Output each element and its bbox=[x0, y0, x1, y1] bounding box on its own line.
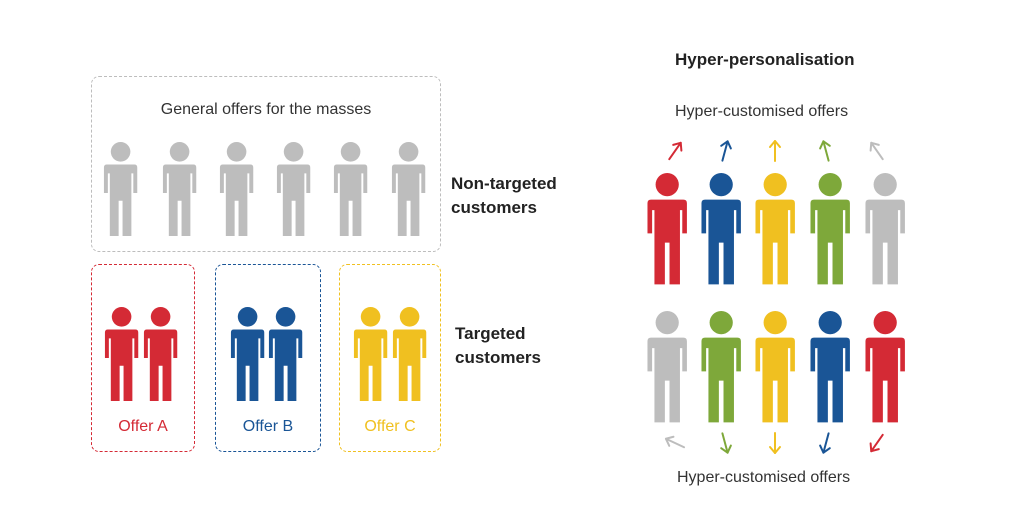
offer-c-box bbox=[339, 264, 441, 452]
blue-person-icon bbox=[231, 307, 265, 402]
arrow-up-icon bbox=[869, 141, 884, 161]
arrow-down-icon bbox=[869, 433, 884, 453]
targeted-label: Targeted customers bbox=[455, 322, 541, 370]
red-person-icon bbox=[647, 173, 687, 285]
yellow-person-icon bbox=[755, 173, 795, 285]
arrow-down-icon bbox=[664, 435, 686, 449]
targeted-label-line2: customers bbox=[455, 348, 541, 367]
gray-person-icon bbox=[163, 142, 197, 237]
arrow-up-icon bbox=[720, 140, 732, 162]
offer-a-box bbox=[91, 264, 195, 452]
red-person-icon bbox=[865, 311, 905, 423]
non-targeted-label-line1: Non-targeted bbox=[451, 174, 557, 193]
arrow-up-icon bbox=[819, 140, 831, 162]
offer-b-label: Offer B bbox=[242, 418, 294, 435]
bottom-offers-caption: Hyper-customised offers bbox=[677, 469, 851, 486]
gray-person-icon bbox=[392, 142, 426, 237]
general-offers-box bbox=[91, 76, 441, 252]
gray-person-icon bbox=[647, 311, 687, 423]
hyper-personalisation-title: Hyper-personalisation bbox=[675, 50, 855, 69]
general-offers-title: General offers for the masses bbox=[160, 101, 372, 118]
non-targeted-label: Non-targeted customers bbox=[451, 172, 557, 220]
yellow-person-icon bbox=[393, 307, 427, 402]
red-person-icon bbox=[144, 307, 178, 402]
yellow-person-icon bbox=[354, 307, 388, 402]
offer-a-label: Offer A bbox=[118, 418, 168, 435]
offer-c-label: Offer C bbox=[364, 418, 416, 435]
red-person-icon bbox=[105, 307, 139, 402]
gray-person-icon bbox=[865, 173, 905, 285]
arrow-up-icon bbox=[668, 141, 683, 161]
blue-person-icon bbox=[810, 311, 850, 423]
top-offers-caption: Hyper-customised offers bbox=[675, 103, 849, 120]
gray-person-icon bbox=[104, 142, 138, 237]
gray-person-icon bbox=[334, 142, 368, 237]
targeted-label-line1: Targeted bbox=[455, 324, 526, 343]
arrow-down-icon bbox=[819, 432, 831, 454]
green-person-icon bbox=[810, 173, 850, 285]
blue-person-icon bbox=[269, 307, 303, 402]
blue-person-icon bbox=[701, 173, 741, 285]
green-person-icon bbox=[701, 311, 741, 423]
yellow-person-icon bbox=[755, 311, 795, 423]
arrow-down-icon bbox=[720, 432, 732, 454]
arrow-down-icon bbox=[769, 432, 781, 454]
offer-b-box bbox=[215, 264, 321, 452]
gray-person-icon bbox=[277, 142, 311, 237]
non-targeted-label-line2: customers bbox=[451, 198, 537, 217]
arrow-up-icon bbox=[769, 140, 781, 162]
gray-person-icon bbox=[220, 142, 254, 237]
